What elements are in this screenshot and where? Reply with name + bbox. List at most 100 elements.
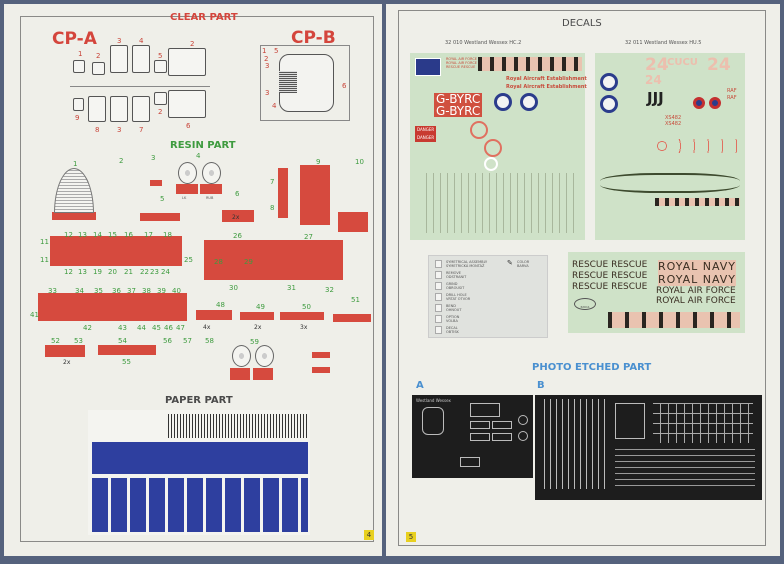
part-number: 4	[272, 102, 277, 110]
union-jack-icon	[415, 58, 441, 76]
wheel-part	[255, 345, 274, 367]
part-number: 1	[78, 50, 83, 58]
resin-part-number: 54	[118, 337, 127, 345]
resin-part-number: 12	[64, 231, 73, 239]
resin-part-number: 33	[48, 287, 57, 295]
resin-part-number: 29	[244, 258, 253, 266]
clear-part-cp-a	[154, 92, 167, 105]
resin-part	[196, 310, 232, 320]
resin-part	[52, 212, 96, 220]
resin-part-number: 41	[30, 311, 39, 319]
wheel-part	[178, 162, 197, 184]
resin-part-number: 59	[250, 338, 259, 346]
part-number: 2	[96, 52, 101, 60]
cp-a-label: CP-A	[52, 29, 97, 49]
part-number: 9	[75, 114, 80, 122]
part-number: 1	[262, 47, 267, 55]
decals-title: DECALS	[562, 18, 602, 29]
cp-b-sprue	[260, 45, 350, 121]
code-cucu: CUCU	[667, 57, 698, 68]
resin-part	[98, 345, 156, 355]
part-number: 2	[158, 108, 163, 116]
bend-icon	[435, 304, 442, 312]
code-24-small: 24	[645, 73, 662, 87]
part-number: 5	[158, 52, 163, 60]
resin-part-number: 45	[152, 324, 161, 332]
fret-b-label: B	[537, 380, 545, 391]
part-number: 5	[274, 47, 279, 55]
resin-part-number: 27	[304, 233, 313, 241]
clear-part-cp-a	[92, 62, 105, 75]
resin-part	[222, 210, 254, 222]
resin-part-number: 38	[142, 287, 151, 295]
resin-part	[50, 236, 182, 266]
resin-part-number: 46	[164, 324, 173, 332]
resin-part	[230, 368, 250, 380]
clear-part-cp-a	[168, 90, 206, 118]
resin-part	[338, 212, 368, 232]
resin-part-number: 17	[144, 231, 153, 239]
part-number: 3	[117, 126, 122, 134]
page-number-right: 5	[406, 532, 416, 542]
resin-part-number: 18	[163, 231, 172, 239]
resin-part-number: 35	[94, 287, 103, 295]
resin-part-number: 20	[108, 268, 117, 276]
resin-part-number: 43	[118, 324, 127, 332]
photo-etched-fret-b	[535, 395, 762, 500]
right-page-frame	[398, 10, 766, 546]
clear-part-cp-a	[132, 45, 150, 73]
remove-icon	[435, 271, 442, 279]
resin-part-number: 51	[351, 296, 360, 304]
decal-sheet1-title: 32 010 Westland Wessex HC.2	[445, 40, 522, 46]
quantity-label: 2x	[254, 324, 262, 331]
resin-part-number: 19	[93, 268, 102, 276]
decal-sheet2-title: 32 011 Westland Wessex HU.5	[625, 40, 702, 46]
clear-part-cp-a	[154, 60, 167, 73]
drill-icon	[435, 293, 442, 301]
symmetry-icon	[435, 260, 442, 268]
resin-part-number: 2	[119, 157, 124, 165]
resin-part	[280, 312, 324, 320]
clear-part-cp-a	[110, 96, 128, 122]
resin-part-number: 6	[235, 190, 240, 198]
resin-part	[38, 293, 187, 321]
resin-part-number: 1	[73, 160, 78, 168]
clear-part-cp-a	[110, 45, 128, 73]
resin-part-number: 11	[40, 256, 49, 264]
part-number: 7	[139, 126, 144, 134]
quantity-label: 3x	[300, 324, 308, 331]
resin-part-number: 34	[75, 287, 84, 295]
resin-part-number: 13	[78, 231, 87, 239]
clear-part-cp-a	[73, 98, 84, 111]
resin-part-number: 56	[163, 337, 172, 345]
photo-etched-title: PHOTO ETCHED PART	[532, 362, 652, 373]
resin-part	[312, 352, 330, 358]
resin-part-number: 11	[40, 238, 49, 246]
grind-icon	[435, 282, 442, 290]
resin-part-number: 31	[287, 284, 296, 292]
clear-part-cp-a	[132, 96, 150, 122]
resin-part-number: 14	[93, 231, 102, 239]
clear-part-cp-a	[73, 60, 85, 73]
decal-logo: 32011	[574, 298, 596, 310]
part-number: 2	[190, 40, 195, 48]
photo-etched-fret-a: Westland Wessex	[412, 395, 533, 478]
paper-part-sheet	[88, 410, 310, 535]
resin-part-number: 23	[150, 268, 159, 276]
resin-part-number: 21	[124, 268, 133, 276]
part-number: 8	[95, 126, 100, 134]
clear-part-cp-a	[88, 96, 106, 122]
resin-part-number: 10	[355, 158, 364, 166]
